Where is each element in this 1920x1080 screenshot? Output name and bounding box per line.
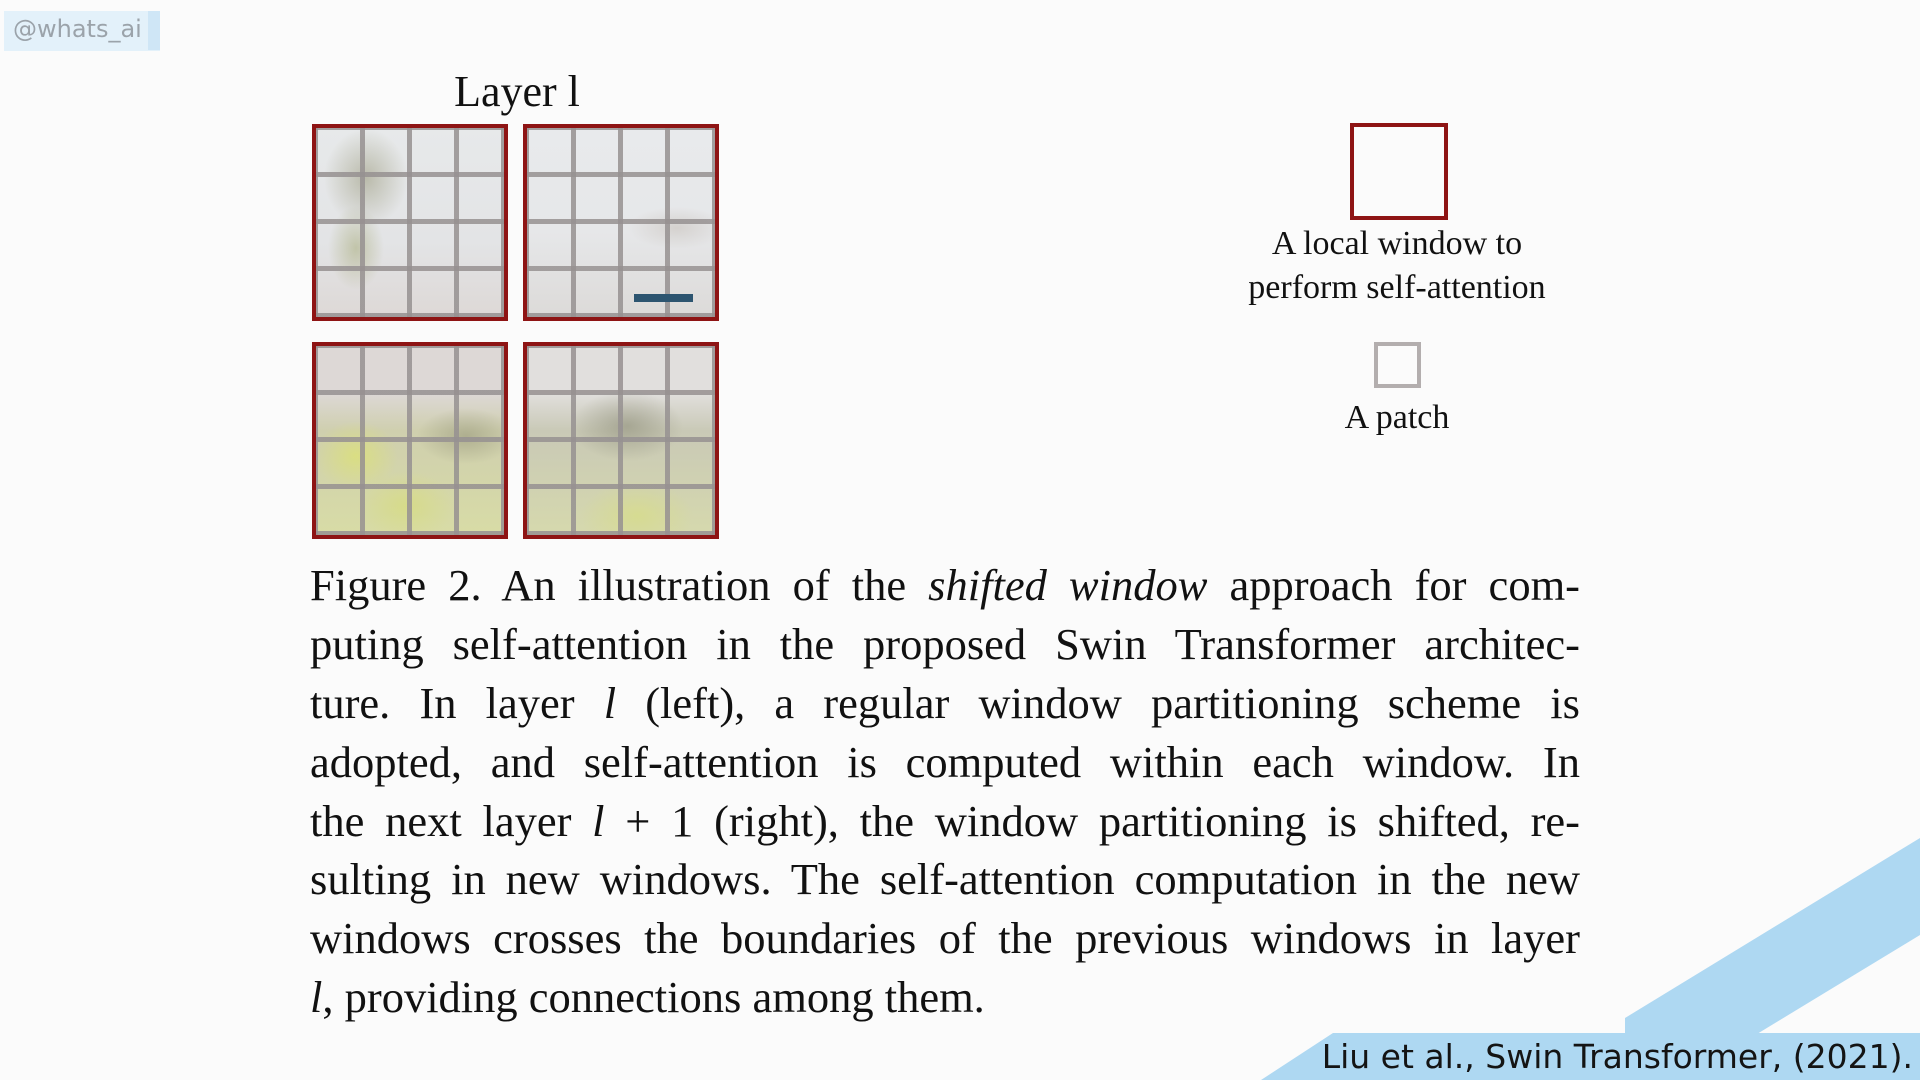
layer-title-prefix: Layer xyxy=(454,67,568,116)
patch-grid xyxy=(316,128,504,317)
caption-line: l, providing connections among them. xyxy=(310,972,985,1023)
legend-window-swatch xyxy=(1350,123,1448,220)
patch-grid xyxy=(527,128,715,317)
local-window-bottom-right xyxy=(523,342,719,539)
patch-grid xyxy=(527,346,715,535)
local-window-top-right xyxy=(523,124,719,321)
legend-patch-swatch xyxy=(1374,342,1421,388)
caption-emphasis: l xyxy=(310,972,323,1023)
legend-patch-label: A patch xyxy=(1344,399,1450,436)
caption-line: windows crosses the boundaries of the pr… xyxy=(310,913,1580,964)
local-window-top-left xyxy=(312,124,508,321)
citation: Liu et al., Swin Transformer, (2021). xyxy=(1321,1037,1913,1076)
watermark-strip xyxy=(148,11,160,50)
accent-diagonal-stripe xyxy=(1625,838,1920,1034)
caption-line: puting self-attention in the proposed Sw… xyxy=(310,618,1580,669)
caption-line: Figure 2. An illustration of the shifted… xyxy=(310,560,1580,610)
legend-window-label: A local window to perform self-attention xyxy=(1200,222,1594,310)
patch-grid xyxy=(316,346,504,535)
legend-window-label-line1: A local window to xyxy=(1271,225,1523,262)
caption-emphasis: l xyxy=(603,677,617,728)
caption-emphasis: shifted window xyxy=(928,560,1208,610)
legend-window-label-line2: perform self-attention xyxy=(1248,269,1546,306)
layer-title-var: l xyxy=(567,67,580,116)
local-window-bottom-left xyxy=(312,342,508,539)
figure-caption: Figure 2. An illustration of the shifted… xyxy=(310,556,1580,1027)
caption-line: ture. In layer l (left), a regular windo… xyxy=(310,677,1580,728)
watermark: @whats_ai xyxy=(4,11,160,51)
caption-line: the next layer l + 1 (right), the window… xyxy=(310,795,1581,846)
scale-bar xyxy=(634,294,693,302)
watermark-handle: @whats_ai xyxy=(13,15,142,43)
caption-line: sulting in new windows. The self-attenti… xyxy=(310,854,1580,905)
caption-line: adopted, and self-attention is computed … xyxy=(310,736,1580,787)
layer-title: Layer l xyxy=(412,66,622,118)
caption-emphasis: l xyxy=(592,795,605,846)
